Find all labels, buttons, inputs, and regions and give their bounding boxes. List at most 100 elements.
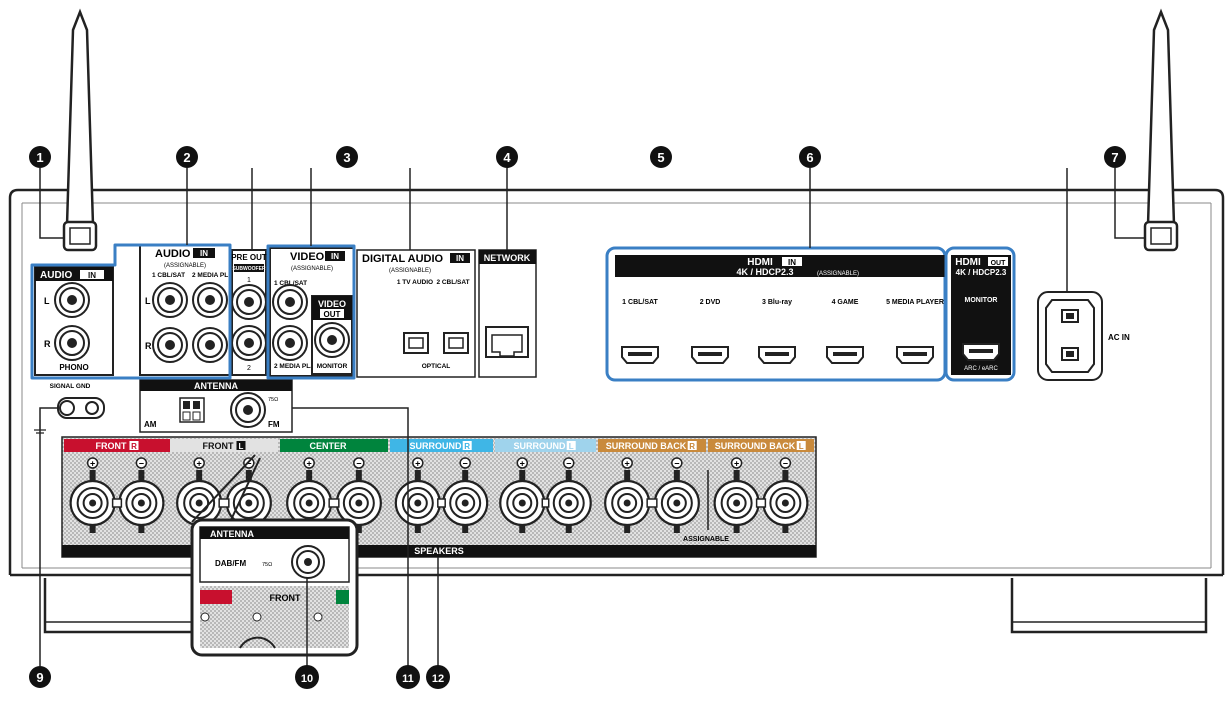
hdmi-in1-label: 1 CBL/SAT	[622, 299, 658, 306]
subwoofer2-jack[interactable]	[231, 325, 267, 361]
speaker-post-0-minus[interactable]	[118, 479, 165, 527]
plus-sign: +	[625, 459, 630, 469]
post-stem	[196, 470, 203, 480]
phono-l-jack[interactable]	[54, 282, 90, 318]
audio-in1-l-jack[interactable]	[152, 282, 188, 318]
fm-terminal[interactable]	[230, 392, 266, 428]
antenna-fm: FM	[268, 420, 280, 429]
speaker-badge-0: R	[131, 442, 137, 451]
video-monitor-out-jack[interactable]	[314, 322, 350, 358]
plus-icon	[412, 457, 424, 469]
ac-inlet[interactable]	[1045, 299, 1095, 373]
speaker-post-0-plus[interactable]	[69, 479, 116, 527]
audio-phono-badge: IN	[88, 271, 96, 280]
hdmi-in3-port[interactable]	[758, 346, 796, 364]
callout-11: 11	[396, 665, 420, 689]
hdmi-in2-port[interactable]	[691, 346, 729, 364]
audio-in2-l-jack[interactable]	[192, 282, 228, 318]
post-stem	[565, 470, 572, 480]
plus-icon	[730, 457, 743, 469]
post-foot	[462, 525, 469, 533]
speaker-post-2-minus[interactable]	[335, 479, 382, 527]
speaker-post-4-minus[interactable]	[545, 479, 592, 527]
hdmi-in1-port[interactable]	[621, 346, 659, 364]
speaker-badge-box-3	[462, 441, 472, 450]
highlight-outlines	[30, 243, 356, 380]
svg-text:7: 7	[1111, 150, 1118, 165]
speaker-link-bar	[541, 498, 550, 508]
hdmi-in5-port[interactable]	[896, 346, 934, 364]
speaker-name-6: SURROUND BACK	[715, 441, 796, 451]
speaker-post-5-plus[interactable]	[604, 479, 651, 527]
speaker-post-6-plus[interactable]	[713, 479, 760, 527]
hdmi-in3-label: 3 Blu-ray	[762, 299, 792, 306]
plus-sign: +	[734, 459, 739, 469]
speaker-badge-box-1	[236, 441, 246, 450]
phono-r-jack[interactable]	[54, 325, 90, 361]
post-stem	[519, 470, 526, 480]
svg-text:2: 2	[183, 150, 190, 165]
post-stem	[733, 470, 740, 480]
inset-magnifier: ANTENNA DAB/FM 75Ω FRONT	[190, 454, 359, 657]
speaker-post-3-minus[interactable]	[442, 479, 489, 527]
plus-sign: +	[307, 459, 312, 469]
post-foot	[138, 525, 145, 533]
signal-gnd: SIGNAL GND	[34, 383, 105, 434]
audio-in1-r-jack[interactable]	[152, 327, 188, 363]
minus-icon	[671, 457, 683, 469]
speaker-header-6	[708, 439, 814, 452]
speaker-badge-6: L	[799, 442, 804, 451]
hdmi-out-title: HDMI	[955, 257, 981, 268]
ac-in-label: AC IN	[1108, 333, 1130, 342]
speakers-assignable: ASSIGNABLE	[683, 536, 729, 543]
minus-sign: −	[463, 459, 468, 469]
subwoofer1-jack[interactable]	[231, 284, 267, 320]
speaker-name-2: CENTER	[309, 441, 347, 451]
speaker-post-1-plus[interactable]	[176, 479, 223, 527]
foot-left	[43, 578, 200, 634]
network-panel: NETWORK	[478, 249, 537, 378]
pre-out-ch1: 1	[247, 277, 251, 284]
speaker-badge-box-0	[129, 441, 139, 450]
speaker-post-6-minus[interactable]	[762, 479, 809, 527]
minus-icon	[459, 457, 471, 469]
video-in2-jack[interactable]	[272, 325, 308, 361]
post-foot	[733, 525, 740, 533]
speaker-badge-box-6	[796, 441, 806, 450]
speaker-post-3-plus[interactable]	[394, 479, 441, 527]
speaker-name-0: FRONT	[96, 441, 127, 451]
svg-text:5: 5	[657, 150, 664, 165]
hdmi-out-port[interactable]	[962, 343, 1000, 361]
hdmi-in4-label: 4 GAME	[832, 299, 859, 306]
hdmi-out-monitor: MONITOR	[965, 297, 998, 304]
speaker-post-1-minus[interactable]	[225, 479, 272, 527]
callout-12: 12	[426, 665, 450, 689]
speaker-post-4-plus[interactable]	[499, 479, 546, 527]
digital-audio-input1: 1 TV AUDIO	[397, 279, 433, 286]
video-in1-jack[interactable]	[272, 284, 308, 320]
post-foot	[414, 525, 421, 533]
plus-icon	[303, 457, 315, 469]
speaker-badge-box-4	[566, 441, 576, 450]
plus-sign: +	[520, 459, 525, 469]
audio-in-label-r: R	[145, 341, 152, 351]
minus-icon	[779, 457, 792, 469]
speaker-post-2-plus[interactable]	[286, 479, 333, 527]
minus-icon	[562, 457, 575, 469]
speaker-post-5-minus[interactable]	[653, 479, 700, 527]
speaker-link-bar	[111, 498, 123, 508]
audio-in2-r-jack[interactable]	[192, 327, 228, 363]
antenna-right	[1143, 8, 1179, 252]
svg-text:10: 10	[301, 673, 313, 685]
speaker-header-2	[280, 439, 388, 452]
digital-audio-assignable: (ASSIGNABLE)	[389, 268, 431, 274]
post-stem	[355, 470, 362, 480]
hdmi-in5-label: 5 MEDIA PLAYER	[886, 299, 944, 306]
callout-2: 2	[176, 146, 198, 168]
hdmi-in4-port[interactable]	[826, 346, 864, 364]
post-foot	[782, 525, 789, 533]
audio-in-assignable: (ASSIGNABLE)	[164, 263, 206, 269]
callout-3: 3	[336, 146, 358, 168]
leader-lines	[39, 168, 1145, 666]
hdmi-in-badge: IN	[788, 258, 796, 267]
